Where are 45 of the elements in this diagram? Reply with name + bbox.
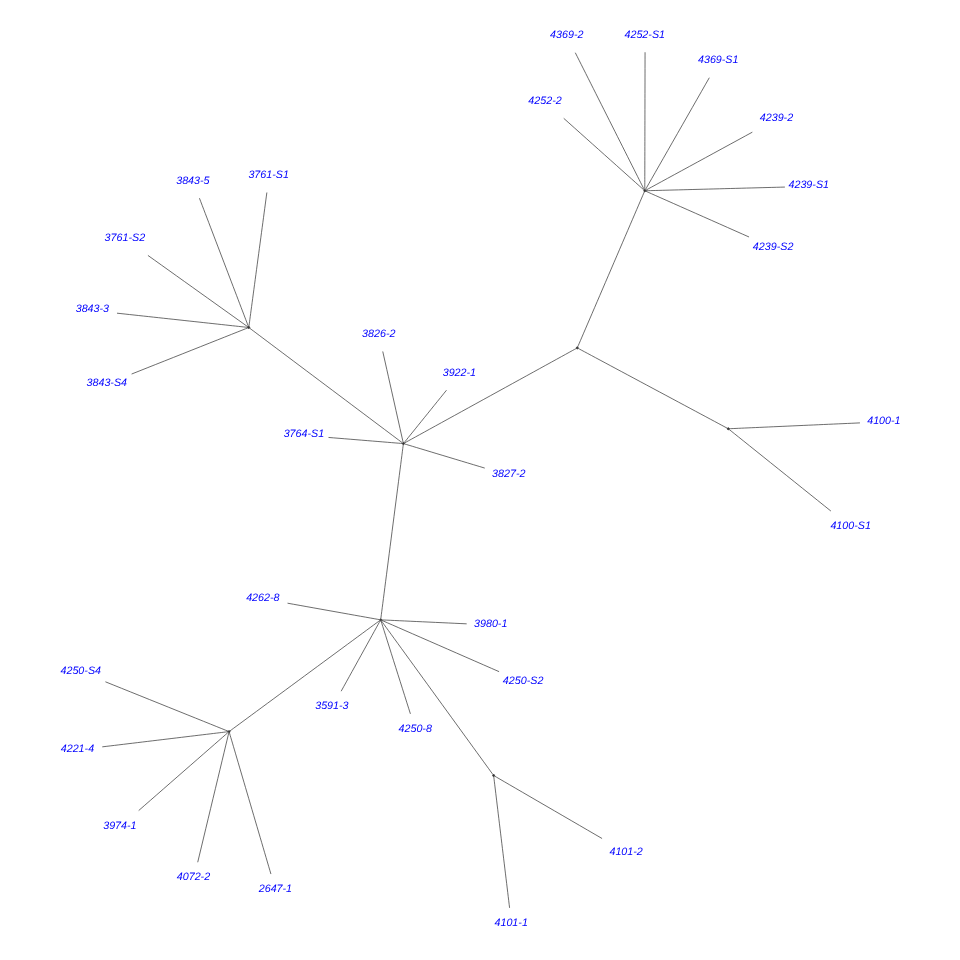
node-point [246, 326, 250, 329]
connector [573, 52, 644, 191]
connector [130, 327, 248, 375]
connector [104, 681, 228, 732]
node-point [574, 346, 578, 350]
connector [380, 619, 499, 673]
connector [576, 191, 644, 348]
node-point [226, 730, 230, 733]
connector [247, 192, 267, 327]
connector [137, 732, 228, 811]
connector [576, 348, 727, 429]
connector [248, 327, 402, 444]
connector [228, 620, 380, 732]
connector [493, 775, 602, 839]
connector [380, 620, 493, 775]
connector [196, 732, 229, 863]
connector [644, 186, 785, 192]
connector [403, 443, 485, 469]
connector [492, 776, 509, 909]
connector [379, 444, 403, 620]
node-point [378, 618, 382, 622]
connector [403, 348, 576, 444]
node-point [642, 189, 646, 193]
connector [198, 197, 248, 327]
connector [644, 77, 709, 190]
connector [402, 389, 446, 444]
connector [339, 620, 380, 692]
connector [381, 351, 403, 443]
node-point [725, 427, 729, 431]
node-point [491, 774, 495, 777]
connector [379, 620, 410, 715]
connector [562, 117, 643, 191]
connector [100, 731, 228, 748]
connector [644, 131, 752, 191]
connector [380, 619, 467, 625]
connector [644, 190, 749, 238]
connector [115, 312, 248, 328]
connector [643, 51, 645, 191]
connector [228, 732, 271, 875]
connector [727, 422, 860, 430]
connector [327, 437, 402, 444]
connector [727, 429, 831, 512]
node-point [401, 442, 404, 445]
connector [286, 602, 379, 620]
connector [146, 255, 248, 328]
